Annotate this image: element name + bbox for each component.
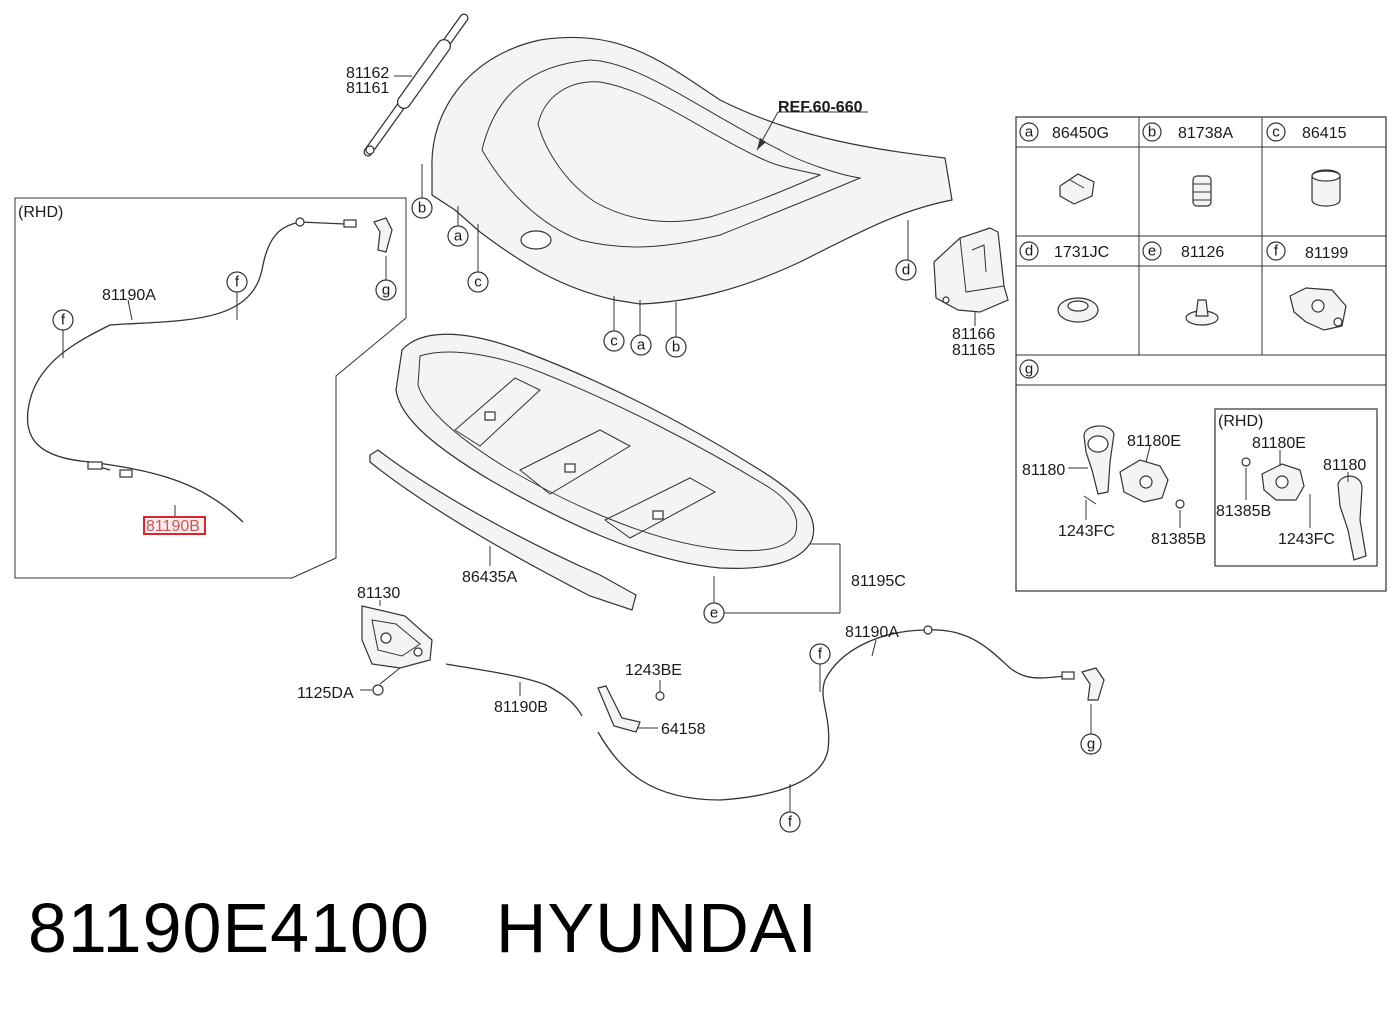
cable-bracket [597, 680, 665, 733]
legend-g-assembly [1068, 425, 1185, 528]
svg-text:b: b [1148, 124, 1156, 141]
svg-text:f: f [1274, 243, 1279, 260]
label-g-81180E: 81180E [1127, 433, 1181, 450]
svg-text:d: d [902, 262, 910, 279]
legend-cell-f: f 81199 [1266, 241, 1348, 331]
svg-text:g: g [1087, 736, 1095, 753]
callout-f-rhd-1: f [52, 309, 74, 331]
label-g-1243FC: 1243FC [1058, 523, 1115, 540]
svg-text:81199: 81199 [1305, 245, 1348, 262]
rhd-label-right: (RHD) [1218, 413, 1263, 430]
callout-d-hood: d [895, 259, 917, 281]
svg-text:f: f [61, 312, 66, 329]
part-number: 81190E4100 [28, 889, 430, 967]
label-1125DA: 1125DA [297, 685, 354, 702]
release-cable-bottom [445, 625, 1105, 812]
rhd-label-left: (RHD) [18, 204, 63, 221]
label-rhd-81180: 81180 [1323, 457, 1366, 474]
label-g-81180: 81180 [1022, 462, 1065, 479]
weatherstrip [369, 449, 637, 611]
product-caption: 81190E4100 HYUNDAI [28, 888, 818, 968]
svg-text:c: c [610, 333, 618, 350]
svg-text:f: f [818, 646, 823, 663]
rhd-g-assembly [1241, 450, 1367, 561]
svg-text:81126: 81126 [1181, 244, 1224, 261]
label-64158: 64158 [661, 721, 706, 738]
svg-text:g: g [1025, 361, 1033, 378]
callout-f-bottom-2: f [779, 811, 801, 833]
label-81190A-left: 81190A [102, 287, 156, 304]
svg-text:b: b [418, 200, 426, 217]
svg-text:e: e [710, 605, 718, 622]
svg-text:86415: 86415 [1302, 125, 1347, 142]
svg-text:a: a [1025, 124, 1034, 141]
label-1243BE: 1243BE [625, 662, 682, 679]
legend-cell-e: e 81126 [1142, 241, 1224, 326]
callout-g-rhd: g [375, 279, 397, 301]
callout-a-hood-1: a [447, 225, 469, 247]
label-86435A: 86435A [462, 569, 517, 586]
label-81130: 81130 [357, 585, 400, 602]
label-81166: 81166 [952, 326, 995, 343]
label-rhd-1243FC: 1243FC [1278, 531, 1335, 548]
hood-callouts [421, 164, 909, 337]
hood-panel [431, 36, 953, 305]
highlight-box [143, 516, 206, 535]
callout-c-hood-2: c [603, 330, 625, 352]
callout-e: e [703, 602, 725, 624]
label-g-81385B: 81385B [1151, 531, 1206, 548]
insulator-callout [713, 543, 841, 614]
legend-table [1015, 116, 1387, 592]
callout-f-bottom-1: f [809, 643, 831, 665]
svg-text:c: c [474, 274, 482, 291]
label-81190A-bottom: 81190A [845, 624, 899, 641]
svg-text:f: f [235, 274, 240, 291]
callout-a-hood-2: a [630, 334, 652, 356]
svg-text:a: a [637, 337, 646, 354]
label-rhd-81180E: 81180E [1252, 435, 1306, 452]
hood-latch [360, 600, 433, 696]
callout-b-hood-1: b [411, 197, 433, 219]
hood-insulator [395, 333, 815, 569]
callout-c-hood-1: c [467, 271, 489, 293]
label-81162: 81162 [346, 65, 389, 82]
svg-text:a: a [454, 228, 463, 245]
callout-g-bottom: g [1080, 733, 1102, 755]
svg-text:d: d [1025, 243, 1033, 260]
svg-text:1731JC: 1731JC [1054, 244, 1109, 261]
callout-b-hood-2: b [665, 336, 687, 358]
gas-strut [363, 13, 469, 157]
callout-f-rhd-2: f [226, 271, 248, 293]
legend-cell-a: a 86450G [1019, 122, 1109, 205]
label-81161: 81161 [346, 80, 389, 97]
legend-cell-c: c 86415 [1266, 122, 1347, 207]
svg-text:e: e [1148, 243, 1156, 260]
label-81190B-bottom: 81190B [494, 699, 548, 716]
rhd-box-left [14, 197, 407, 579]
svg-text:g: g [382, 282, 390, 299]
svg-text:b: b [672, 339, 680, 356]
legend-cell-d: d 1731JC [1019, 241, 1109, 323]
ref-label: REF.60-660 [778, 99, 863, 116]
label-81195C: 81195C [851, 573, 906, 590]
svg-text:81738A: 81738A [1178, 125, 1233, 142]
svg-text:86450G: 86450G [1052, 125, 1109, 142]
rhd-cable [26, 217, 393, 523]
rhd-box-right [1214, 408, 1378, 567]
svg-text:c: c [1272, 124, 1280, 141]
svg-text:f: f [788, 814, 793, 831]
label-81165: 81165 [952, 342, 995, 359]
legend-cell-b: b 81738A [1142, 122, 1233, 207]
brand-name: HYUNDAI [495, 889, 818, 967]
side-bracket [933, 227, 1009, 326]
label-81190B-highlighted: 81190B [146, 518, 200, 535]
label-rhd-81385B: 81385B [1216, 503, 1271, 520]
legend-g-header: g [1019, 359, 1039, 379]
